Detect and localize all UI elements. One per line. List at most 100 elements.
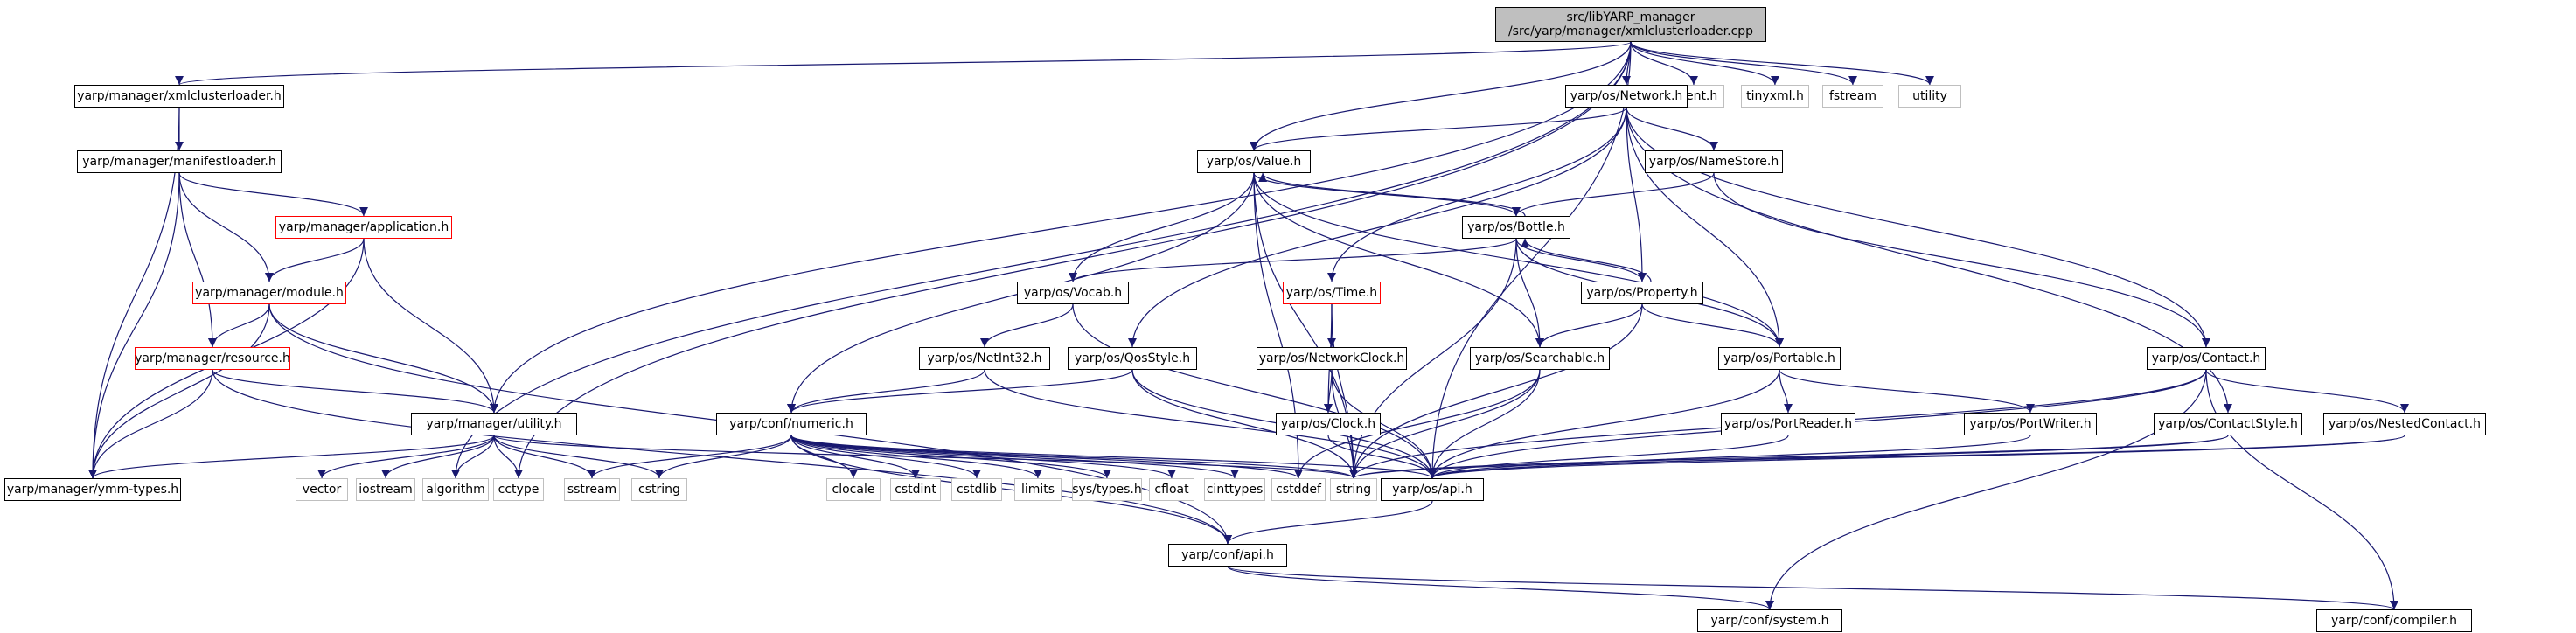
node-yarp-os-time-h[interactable]: yarp/os/Time.h [1283, 282, 1381, 304]
node-yarp-manager-utility-h[interactable]: yarp/manager/utility.h [411, 413, 577, 435]
edge-numeric-h-to-cstddef [790, 435, 1303, 479]
edge-bottle-h-to-value-h [1258, 172, 1526, 217]
edge-root-to-os-api-h [1428, 41, 1632, 479]
node-vector: vector [296, 478, 348, 501]
dependency-edges [88, 41, 2409, 610]
node-cstdint: cstdint [890, 478, 941, 501]
node-yarp-os-portwriter-h[interactable]: yarp/os/PortWriter.h [1964, 413, 2097, 435]
edge-numeric-h-to-os-api-h [790, 435, 1437, 479]
node-yarp-os-property-h[interactable]: yarp/os/Property.h [1581, 282, 1703, 304]
edge-utility-h-to-algorithm [451, 435, 495, 479]
node-yarp-manager-xmlclusterloader-h[interactable]: yarp/manager/xmlclusterloader.h [74, 85, 284, 108]
edge-value-h-to-vocab-h [1069, 172, 1255, 282]
node-yarp-os-vocab-h[interactable]: yarp/os/Vocab.h [1017, 282, 1129, 304]
edge-network-h-to-portable-h [1626, 107, 1784, 348]
node-yarp-os-portable-h[interactable]: yarp/os/Portable.h [1718, 347, 1841, 370]
edge-numeric-h-to-cinttypes [790, 435, 1239, 479]
node-sstream: sstream [564, 478, 620, 501]
node-yarp-os-contact-h[interactable]: yarp/os/Contact.h [2147, 347, 2266, 370]
edge-module-h-to-ymm-types-h [88, 303, 270, 479]
node-limits: limits [1014, 478, 1062, 501]
node-yarp-os-namestore-h[interactable]: yarp/os/NameStore.h [1645, 150, 1783, 173]
node-yarp-manager-resource-h[interactable]: yarp/manager/resource.h [135, 347, 290, 370]
edge-module-h-to-utility-h [268, 303, 498, 414]
node-fstream: fstream [1822, 85, 1883, 108]
edge-root-to-utility [1630, 41, 1934, 86]
node-yarp-conf-system-h[interactable]: yarp/conf/system.h [1697, 609, 1842, 632]
node-sys-types-h: sys/types.h [1072, 478, 1142, 501]
edge-bottle-h-to-searchable-h [1515, 238, 1544, 348]
node-cinttypes: cinttypes [1204, 478, 1265, 501]
node-yarp-os-qosstyle-h[interactable]: yarp/os/QosStyle.h [1068, 347, 1197, 370]
edge-searchable-h-to-string [1349, 369, 1541, 479]
node-yarp-os-bottle-h[interactable]: yarp/os/Bottle.h [1462, 216, 1570, 239]
edge-xmlclusterloader-h-to-ymm-types-h [88, 107, 180, 479]
edge-bottle-h-to-property-h [1515, 238, 1647, 282]
node-yarp-os-searchable-h[interactable]: yarp/os/Searchable.h [1470, 347, 1610, 370]
edge-utility-h-to-vector [317, 435, 495, 479]
edge-contact-h-to-compiler-h [2205, 369, 2398, 610]
node-cstddef: cstddef [1271, 478, 1326, 501]
edge-module-h-to-resource-h [208, 303, 270, 348]
edge-time-h-to-string [1331, 303, 1358, 479]
edge-resource-h-to-utility-h [212, 369, 498, 414]
edge-numeric-h-to-cfloat [790, 435, 1176, 479]
edge-numeric-h-to-cstdlib [790, 435, 981, 479]
node-yarp-os-netint32-h[interactable]: yarp/os/NetInt32.h [919, 347, 1050, 370]
root-file-line1: src/libYARP_manager [1566, 10, 1695, 24]
edge-utility-h-to-string [493, 435, 1358, 479]
edge-resource-h-to-ymm-types-h [88, 369, 213, 479]
edge-property-h-to-portable-h [1641, 303, 1784, 348]
node-iostream: iostream [356, 478, 415, 501]
edge-resource-h-to-conf-api-h [212, 369, 1232, 545]
node-yarp-manager-manifestloader-h[interactable]: yarp/manager/manifestloader.h [77, 150, 282, 173]
edge-value-h-to-bottle-h [1253, 172, 1521, 217]
edge-namestore-h-to-bottle-h [1512, 172, 1715, 217]
edge-portable-h-to-os-api-h [1428, 369, 1780, 479]
edge-manifestloader-h-to-ymm-types-h [88, 172, 180, 479]
edge-portable-h-to-portwriter-h [1779, 369, 2035, 414]
node-yarp-os-network-h[interactable]: yarp/os/Network.h [1565, 85, 1688, 108]
edge-value-h-to-portable-h [1253, 172, 1784, 348]
edge-contact-h-to-system-h [1765, 369, 2207, 610]
edge-root-to-utility-h [490, 41, 1632, 414]
node-cctype: cctype [493, 478, 544, 501]
edge-clock-h-to-os-api-h [1327, 435, 1437, 479]
node-yarp-os-networkclock-h[interactable]: yarp/os/NetworkClock.h [1257, 347, 1407, 370]
edge-manifestloader-h-to-module-h [178, 172, 274, 282]
edge-nestedcontact-h-to-os-api-h [1428, 435, 2405, 479]
edge-network-h-to-value-h [1250, 107, 1627, 151]
node-utility: utility [1898, 85, 1961, 108]
node-yarp-conf-api-h[interactable]: yarp/conf/api.h [1168, 544, 1287, 567]
node-yarp-os-contactstyle-h[interactable]: yarp/os/ContactStyle.h [2154, 413, 2302, 435]
node-yarp-manager-ymm-types-h[interactable]: yarp/manager/ymm-types.h [4, 478, 181, 501]
edge-property-h-to-searchable-h [1535, 303, 1643, 348]
edge-contactstyle-h-to-os-api-h [1428, 435, 2229, 479]
node-yarp-manager-module-h[interactable]: yarp/manager/module.h [192, 282, 346, 304]
edge-utility-h-to-ymm-types-h [88, 435, 495, 479]
edge-contact-h-to-nestedcontact-h [2205, 369, 2409, 414]
node-yarp-conf-numeric-h[interactable]: yarp/conf/numeric.h [716, 413, 867, 435]
node-algorithm: algorithm [422, 478, 489, 501]
edge-application-h-to-utility-h [363, 238, 498, 414]
edge-portwriter-h-to-os-api-h [1428, 435, 2031, 479]
edge-network-h-to-qosstyle-h [1128, 107, 1627, 348]
node-cfloat: cfloat [1149, 478, 1194, 501]
node-yarp-manager-application-h[interactable]: yarp/manager/application.h [275, 216, 452, 239]
edge-qosstyle-h-to-numeric-h [787, 369, 1133, 414]
edge-numeric-h-to-conf-api-h [790, 435, 1232, 545]
edge-network-h-to-namestore-h [1626, 107, 1718, 151]
edge-value-h-to-searchable-h [1253, 172, 1544, 348]
node-yarp-os-clock-h[interactable]: yarp/os/Clock.h [1276, 413, 1381, 435]
node-yarp-os-api-h[interactable]: yarp/os/api.h [1381, 478, 1484, 501]
edge-vocab-h-to-os-api-h [1072, 303, 1437, 479]
edge-numeric-h-to-string [790, 435, 1358, 479]
edge-utility-h-to-iostream [381, 435, 495, 479]
edge-numeric-h-to-sys-types-h [790, 435, 1111, 479]
node-yarp-os-value-h[interactable]: yarp/os/Value.h [1197, 150, 1311, 173]
node-yarp-os-nestedcontact-h[interactable]: yarp/os/NestedContact.h [2323, 413, 2486, 435]
node-yarp-conf-compiler-h[interactable]: yarp/conf/compiler.h [2316, 609, 2472, 632]
edge-bottle-h-to-vocab-h [1069, 238, 1517, 282]
edge-contactstyle-h-to-string [1349, 435, 2229, 479]
node-yarp-os-portreader-h[interactable]: yarp/os/PortReader.h [1721, 413, 1855, 435]
